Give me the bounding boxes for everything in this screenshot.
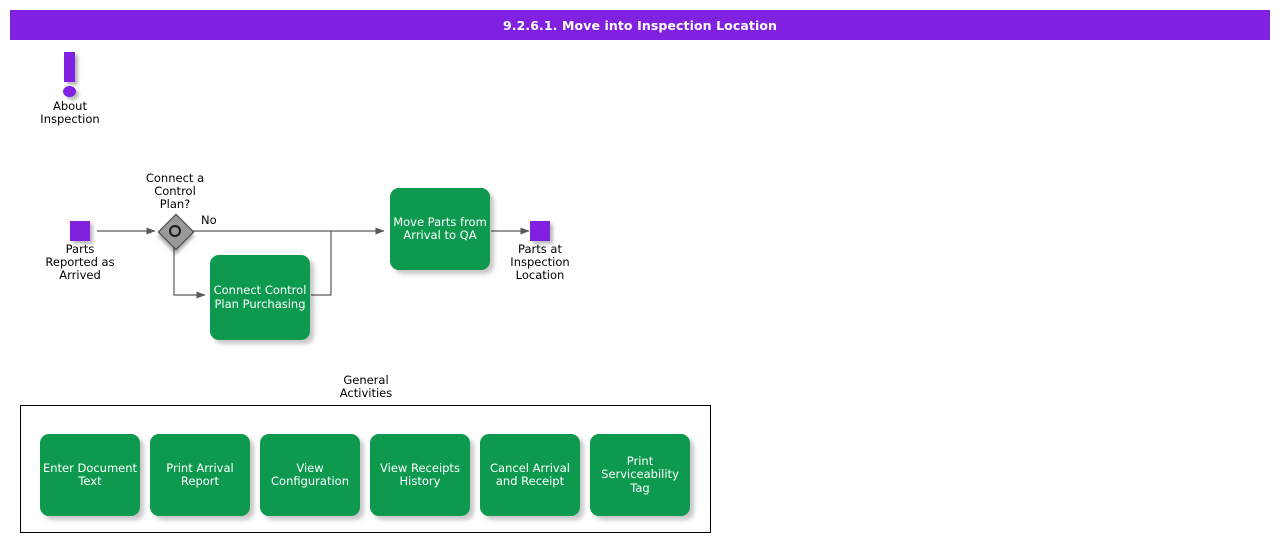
flow-label-no: No bbox=[201, 213, 217, 227]
task-view-configuration[interactable]: View Configuration bbox=[260, 434, 360, 516]
page-title: 9.2.6.1. Move into Inspection Location bbox=[502, 17, 778, 33]
about-inspection-annotation[interactable]: About Inspection bbox=[40, 48, 100, 128]
task-label: Move Parts from Arrival to QA bbox=[393, 214, 487, 242]
start-event-label: Parts Reported as Arrived bbox=[45, 242, 115, 282]
task-label: Connect Control Plan Purchasing bbox=[213, 283, 307, 311]
general-activities-label: General Activities bbox=[339, 373, 393, 400]
end-event-label: Parts at Inspection Location bbox=[510, 242, 570, 282]
task-label: View Receipts History bbox=[380, 460, 460, 488]
task-enter-document-text[interactable]: Enter Document Text bbox=[40, 434, 140, 516]
gateway-label: Connect a Control Plan? bbox=[145, 171, 205, 211]
task-move-parts-from-arrival-to-qa[interactable]: Move Parts from Arrival to QA bbox=[390, 188, 490, 270]
flow-connect-control-plan-to-main bbox=[311, 231, 332, 296]
task-label: Enter Document Text bbox=[42, 460, 138, 488]
start-event-square[interactable] bbox=[70, 221, 90, 241]
gateway-event-ring-icon bbox=[169, 225, 181, 237]
task-connect-control-plan-purchasing[interactable]: Connect Control Plan Purchasing bbox=[210, 255, 310, 340]
task-view-receipts-history[interactable]: View Receipts History bbox=[370, 434, 470, 516]
task-label: Cancel Arrival and Receipt bbox=[490, 460, 570, 488]
task-cancel-arrival-and-receipt[interactable]: Cancel Arrival and Receipt bbox=[480, 434, 580, 516]
flow-gateway-to-connect-control-plan bbox=[173, 248, 206, 299]
page-title-bar: 9.2.6.1. Move into Inspection Location bbox=[10, 10, 1270, 40]
end-event-square[interactable] bbox=[530, 221, 550, 241]
task-label: Print Arrival Report bbox=[166, 460, 234, 488]
task-label: Print Serviceability Tag bbox=[601, 453, 679, 495]
exclamation-dot-icon bbox=[63, 86, 76, 97]
control-plan-gateway[interactable] bbox=[157, 213, 195, 251]
task-label: View Configuration bbox=[271, 460, 349, 488]
exclamation-icon bbox=[64, 52, 75, 82]
task-print-arrival-report[interactable]: Print Arrival Report bbox=[150, 434, 250, 516]
task-print-serviceability-tag[interactable]: Print Serviceability Tag bbox=[590, 434, 690, 516]
about-inspection-label: About Inspection bbox=[40, 99, 100, 126]
